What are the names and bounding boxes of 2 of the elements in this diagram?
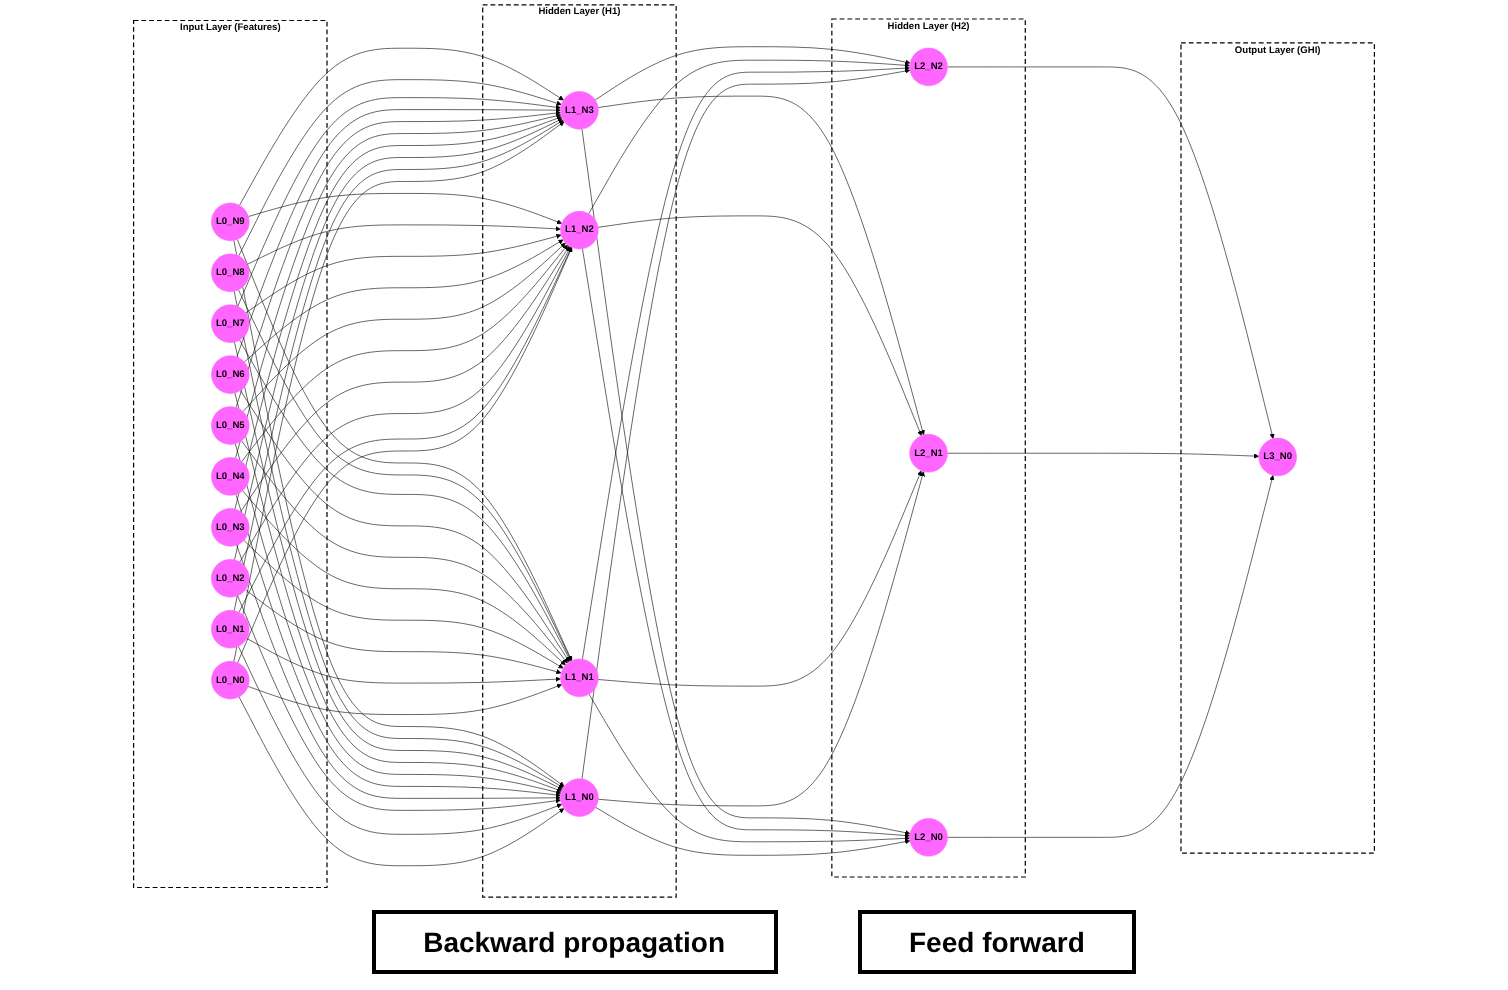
arrow-label: Feed forward	[857, 910, 1137, 974]
arrow-label: Backward propagation	[371, 910, 777, 974]
